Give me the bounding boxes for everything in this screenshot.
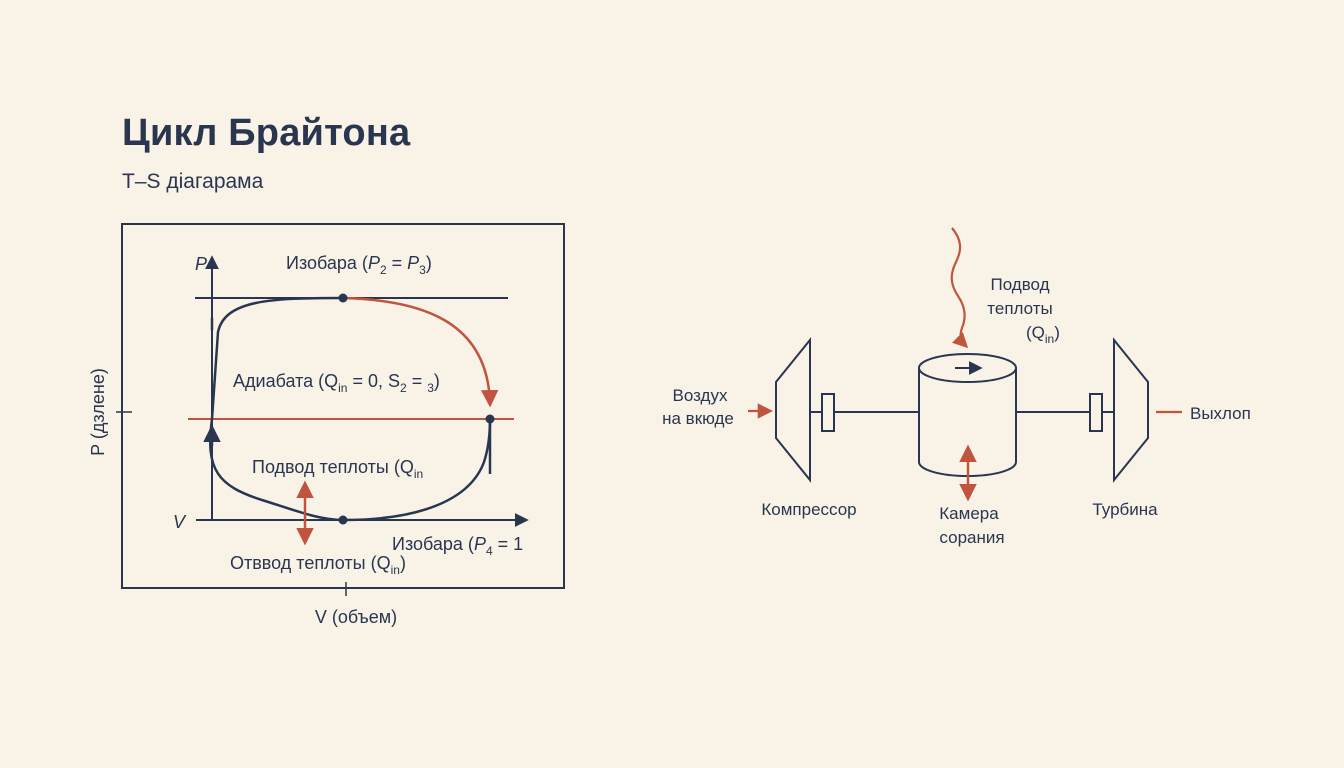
y-axis-label: P (дзлене) (88, 368, 108, 456)
combustion-label-line2: сорания (939, 528, 1004, 547)
turbine-label: Турбина (1092, 500, 1158, 519)
pv-diagram: P V P (дзлене) V (объем) Изобара (P2 = P… (88, 223, 565, 627)
adiabat-label: Адиабата (Qin = 0, S2 = 3) (233, 371, 440, 395)
heat-in-label: Подвод теплоты (Qin (252, 457, 423, 481)
combustion-label-line1: Камера (939, 504, 999, 523)
expansion-curve (342, 296, 499, 408)
heat-out-label: Отввод теплоты (Qin) (230, 553, 406, 577)
isobar-top-label: Изобара (P2 = P3) (286, 253, 432, 277)
engine-schematic: Воздух на вкюде Подвод теплоты (Qin) Вых… (662, 227, 1251, 547)
heat-supply-label-line3: (Qin) (1026, 323, 1060, 346)
state-point-4 (338, 515, 348, 525)
heat-supply-wave-arrow (950, 227, 969, 349)
compressor-shape (775, 337, 811, 483)
state-point-2 (338, 293, 348, 303)
air-in-label-line1: Воздух (673, 386, 728, 405)
state-point-3 (485, 414, 495, 424)
cycle-curve-left-top (210, 296, 344, 420)
isobar-bottom-label: Изобара (P4 = 1 (392, 534, 523, 558)
air-in-label-line2: на вкюде (662, 409, 734, 428)
page-subtitle: T–S діагарама (122, 170, 264, 193)
turbine-shape (1113, 337, 1149, 483)
p-axis-letter: P (195, 254, 207, 274)
heat-supply-label-line1: Подвод (990, 275, 1049, 294)
v-axis-letter: V (173, 512, 187, 532)
heat-supply-label-line2: теплоты (987, 299, 1052, 318)
pv-frame (121, 223, 565, 589)
turbine-coupling (1089, 393, 1103, 432)
page-title: Цикл Брайтона (122, 112, 411, 154)
compressor-label: Компрессор (761, 500, 856, 519)
x-axis-label: V (объем) (315, 607, 397, 627)
exhaust-label: Выхлоп (1190, 404, 1251, 423)
compressor-coupling (821, 393, 835, 432)
